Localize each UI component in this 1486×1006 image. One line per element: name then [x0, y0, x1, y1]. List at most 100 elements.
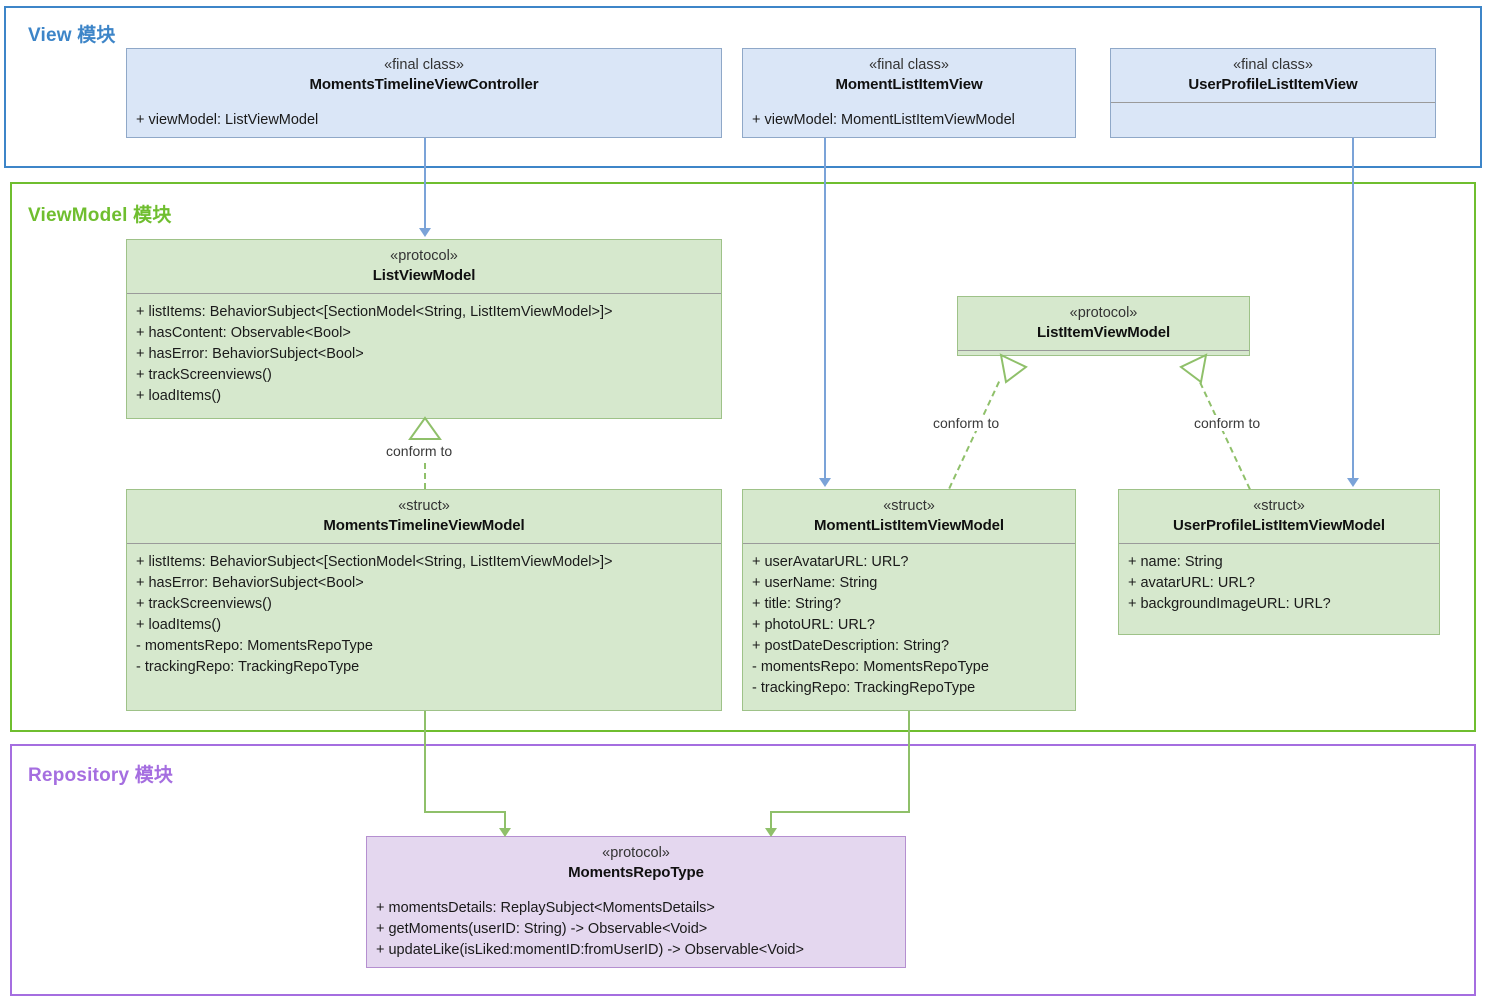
- class-stereotype: «protocol»: [602, 845, 670, 861]
- class-separator: [958, 349, 1249, 351]
- class-moments-timeline-view-model[interactable]: «struct» MomentsTimelineViewModel + list…: [126, 489, 722, 711]
- class-members: + listItems: BehaviorSubject<[SectionMod…: [127, 294, 721, 418]
- dependency-momentstimelineviewmodel-to-repo-seg1: [424, 711, 426, 813]
- class-name: UserProfileListItemView: [1188, 75, 1358, 93]
- class-header: «struct» UserProfileListItemViewModel: [1119, 490, 1439, 543]
- class-member-row: + hasContent: Observable<Bool>: [136, 324, 351, 341]
- dependency-momentstimelineviewmodel-to-repo-seg2: [424, 811, 506, 813]
- class-member-row: + viewModel: ListViewModel: [136, 111, 319, 128]
- class-name: ListItemViewModel: [1036, 323, 1171, 341]
- relation-label-conform-to: conform to: [1192, 415, 1263, 431]
- class-moment-list-item-view[interactable]: «final class» MomentListItemView + viewM…: [742, 48, 1076, 138]
- class-member-row: + name: String: [1128, 553, 1223, 570]
- generalization-triangle-listviewmodel: [408, 416, 442, 440]
- class-member-row: + loadItems(): [136, 388, 222, 405]
- class-member-row: + avatarURL: URL?: [1128, 574, 1255, 591]
- class-stereotype: «final class»: [869, 57, 949, 73]
- arrowhead-down-icon: [1347, 478, 1359, 487]
- arrowhead-down-icon: [419, 228, 431, 237]
- class-members: + momentsDetails: ReplaySubject<MomentsD…: [367, 890, 905, 969]
- class-separator: [743, 542, 1075, 544]
- class-member-row: + userAvatarURL: URL?: [752, 553, 909, 570]
- module-repository-title: Repository 模块: [28, 765, 174, 786]
- class-member-row: - trackingRepo: TrackingRepoType: [752, 680, 976, 697]
- class-header: «struct» MomentsTimelineViewModel: [127, 490, 721, 543]
- generalization-triangle-listitemviewmodel-left: [999, 353, 1028, 384]
- relation-label-conform-to: conform to: [384, 443, 455, 459]
- module-viewmodel-title: ViewModel 模块: [28, 205, 172, 226]
- class-members: + listItems: BehaviorSubject<[SectionMod…: [127, 544, 721, 710]
- class-name: MomentListItemViewModel: [814, 516, 1004, 534]
- module-view: View 模块: [4, 6, 1482, 168]
- class-header: «protocol» MomentsRepoType: [367, 837, 905, 890]
- class-member-row: + listItems: BehaviorSubject<[SectionMod…: [136, 553, 613, 570]
- class-user-profile-list-item-view[interactable]: «final class» UserProfileListItemView: [1110, 48, 1436, 138]
- generalization-triangle-listitemviewmodel-right: [1179, 353, 1208, 384]
- association-userprofilelistitemview-to-viewmodel: [1352, 138, 1354, 480]
- dependency-momentlistitemviewmodel-to-repo-seg3: [770, 811, 772, 835]
- class-stereotype: «final class»: [1233, 57, 1313, 73]
- class-moments-repo-type[interactable]: «protocol» MomentsRepoType + momentsDeta…: [366, 836, 906, 968]
- association-momentlistitemview-to-viewmodel: [824, 138, 826, 480]
- class-member-row: + backgroundImageURL: URL?: [1128, 595, 1331, 612]
- module-view-title: View 模块: [28, 25, 116, 46]
- class-stereotype: «struct»: [1253, 498, 1305, 514]
- class-name: MomentsTimelineViewModel: [323, 516, 525, 534]
- class-member-row: - momentsRepo: MomentsRepoType: [752, 659, 989, 676]
- class-members: + name: String + avatarURL: URL? + backg…: [1119, 544, 1439, 634]
- class-stereotype: «struct»: [883, 498, 935, 514]
- arrowhead-down-icon: [819, 478, 831, 487]
- class-stereotype: «protocol»: [1069, 305, 1138, 321]
- class-member-row: + updateLike(isLiked:momentID:fromUserID…: [376, 941, 804, 958]
- relation-label-conform-to: conform to: [931, 415, 1002, 431]
- class-list-view-model[interactable]: «protocol» ListViewModel + listItems: Be…: [126, 239, 722, 419]
- association-controller-to-listviewmodel: [424, 138, 426, 230]
- class-header: «protocol» ListViewModel: [127, 240, 721, 293]
- class-members: [1111, 103, 1435, 137]
- class-moments-timeline-view-controller[interactable]: «final class» MomentsTimelineViewControl…: [126, 48, 722, 138]
- class-name: MomentsRepoType: [568, 863, 704, 881]
- class-member-row: + momentsDetails: ReplaySubject<MomentsD…: [376, 899, 715, 916]
- class-member-row: - momentsRepo: MomentsRepoType: [136, 638, 373, 655]
- class-member-row: + userName: String: [752, 574, 878, 591]
- class-header: «struct» MomentListItemViewModel: [743, 490, 1075, 543]
- class-member-row: + loadItems(): [136, 617, 222, 634]
- class-member-row: + title: String?: [752, 595, 842, 612]
- dependency-momentstimelineviewmodel-to-repo-seg3: [504, 811, 506, 835]
- class-separator: [1119, 542, 1439, 544]
- class-member-row: + photoURL: URL?: [752, 617, 875, 634]
- class-name: MomentsTimelineViewController: [309, 75, 539, 93]
- class-moment-list-item-view-model[interactable]: «struct» MomentListItemViewModel + userA…: [742, 489, 1076, 711]
- generalization-line-momentstimelineviewmodel: [424, 463, 426, 489]
- class-name: MomentListItemView: [835, 75, 983, 93]
- class-stereotype: «protocol»: [390, 248, 458, 264]
- dependency-momentlistitemviewmodel-to-repo-seg1: [908, 711, 910, 813]
- class-stereotype: «final class»: [384, 57, 464, 73]
- class-name: ListViewModel: [372, 266, 476, 284]
- class-separator: [127, 542, 721, 544]
- class-header: «final class» MomentListItemView: [743, 49, 1075, 102]
- class-header: «final class» MomentsTimelineViewControl…: [127, 49, 721, 102]
- class-member-row: + postDateDescription: String?: [752, 638, 950, 655]
- class-header: «final class» UserProfileListItemView: [1111, 49, 1435, 102]
- class-member-row: + hasError: BehaviorSubject<Bool>: [136, 345, 364, 362]
- arrowhead-down-icon: [765, 828, 777, 837]
- class-separator: [1111, 101, 1435, 103]
- class-member-row: + listItems: BehaviorSubject<[SectionMod…: [136, 303, 613, 320]
- class-member-row: + hasError: BehaviorSubject<Bool>: [136, 574, 364, 591]
- class-members: + viewModel: MomentListItemViewModel: [743, 102, 1075, 139]
- class-members: + viewModel: ListViewModel: [127, 102, 721, 139]
- class-header: «protocol» ListItemViewModel: [958, 297, 1249, 350]
- dependency-momentlistitemviewmodel-to-repo-seg2: [770, 811, 910, 813]
- class-member-row: + trackScreenviews(): [136, 595, 272, 612]
- module-repository: Repository 模块: [10, 744, 1476, 996]
- class-member-row: + viewModel: MomentListItemViewModel: [752, 111, 1015, 128]
- class-member-row: + getMoments(userID: String) -> Observab…: [376, 920, 708, 937]
- class-stereotype: «struct»: [398, 498, 450, 514]
- class-list-item-view-model[interactable]: «protocol» ListItemViewModel: [957, 296, 1250, 356]
- class-member-row: - trackingRepo: TrackingRepoType: [136, 659, 360, 676]
- class-member-row: + trackScreenviews(): [136, 367, 272, 384]
- arrowhead-down-icon: [499, 828, 511, 837]
- class-user-profile-list-item-view-model[interactable]: «struct» UserProfileListItemViewModel + …: [1118, 489, 1440, 635]
